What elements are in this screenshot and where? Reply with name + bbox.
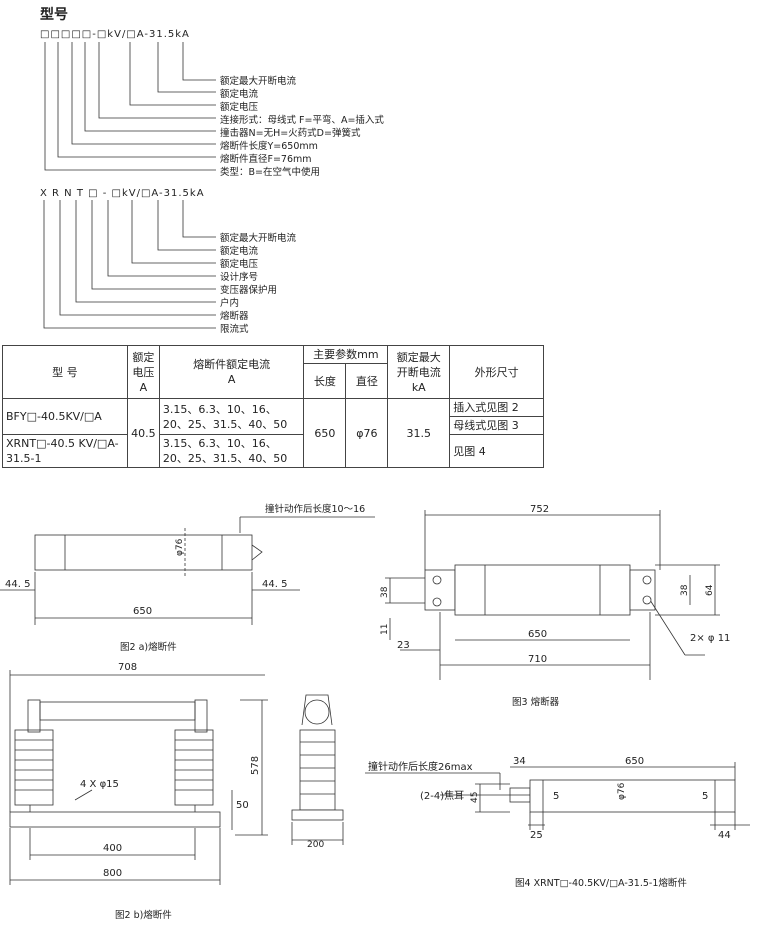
model2-code: X R N T □ - □kV/□A-31.5kA [40, 188, 205, 199]
col-header-diameter: 直径 [345, 363, 389, 399]
fig3-d38-right: 38 [680, 584, 690, 596]
model1-code-prefix: □□□□□- [40, 29, 97, 40]
fig3-d710: 710 [528, 654, 547, 665]
legend-item: 额定电流 [220, 89, 259, 100]
model1-code: □□□□□-□kV/□A-31.5kA [40, 29, 190, 40]
cell-diameter: φ76 [345, 398, 389, 468]
fig3-base-drawing [385, 510, 720, 680]
model2-code-suffix: □kV/□A-31.5kA [111, 188, 205, 199]
fig4-caption: 图4 XRNT□-40.5KV/□A-31.5-1熔断件 [515, 877, 687, 889]
col-header-main-params: 主要参数mm [303, 345, 389, 364]
fig2a-striker-note: 撞针动作后长度10～16 [265, 503, 365, 515]
cell-breaking: 31.5 [387, 398, 451, 468]
cell-currents: 3.15、6.3、10、16、20、25、31.5、40、50 [158, 434, 305, 468]
breaking-label: 额定最大开断电流 [396, 350, 441, 379]
fig3-d64: 64 [705, 584, 715, 596]
fig3-caption: 图3 熔断器 [512, 696, 560, 708]
cell-model: XRNT□-40.5 KV/□A-31.5-1 [2, 434, 128, 468]
current-unit: A [227, 373, 236, 386]
cell-currents: 3.15、6.3、10、16、20、25、31.5、40、50 [158, 398, 305, 435]
fig2b-caption: 图2 b)熔断件 [115, 909, 172, 921]
fig2b-d200: 200 [307, 840, 324, 850]
cell-voltage: 40.5 [126, 398, 160, 468]
cell-dims: 见图 4 [449, 434, 544, 468]
fig2a-length: 650 [133, 606, 152, 617]
legend-item: 额定电压 [220, 259, 259, 270]
fig2a-fuse-drawing [0, 516, 375, 625]
fig3-holes: 2× φ 11 [690, 633, 730, 644]
fig2a-right-end: 44. 5 [262, 579, 287, 590]
fig3-overall: 752 [530, 504, 549, 515]
fig2a-left-end: 44. 5 [5, 579, 30, 590]
table-row: 母线式见图 3 [3, 416, 544, 435]
fig2a-dia: φ76 [175, 538, 185, 556]
legend-item: 额定电压 [220, 102, 259, 113]
fig4-lug: (2-4)焦耳 [420, 789, 464, 802]
legend-item: 限流式 [220, 324, 249, 335]
legend-item: 额定最大开断电流 [220, 233, 297, 244]
page-title: 型号 [40, 7, 68, 23]
col-header-model: 型 号 [2, 345, 128, 399]
table-row: BFY□-40.5KV/□A 40.5 3.15、6.3、10、16、20、25… [2, 398, 544, 468]
fig4-d44: 44 [718, 830, 731, 841]
col-header-voltage: 额定电压A [126, 345, 160, 399]
fig2b-d400: 400 [103, 843, 122, 854]
legend-item: 类型：B=在空气中使用 [220, 167, 320, 178]
fig2b-front-view [9, 670, 268, 885]
fig4-d45: 45 [470, 792, 480, 803]
fig3-d11: 11 [380, 624, 390, 635]
fig4-d650: 650 [625, 756, 644, 767]
table-subheader-row: 长度 直径 [3, 363, 544, 399]
fig2b-side-view [291, 694, 344, 845]
fig2b-d800: 800 [103, 868, 122, 879]
fig3-d650: 650 [528, 629, 547, 640]
fig2b-d50: 50 [236, 800, 249, 811]
fig2b-width-top: 708 [118, 662, 137, 673]
legend-item: 额定电流 [220, 246, 259, 257]
fig3-d23: 23 [397, 640, 410, 651]
fig2b-height: 578 [250, 756, 261, 775]
current-label: 熔断件额定电流 [193, 358, 271, 371]
model1-code-suffix: □kV/□A-31.5kA [96, 29, 190, 40]
fig4-d34: 34 [513, 756, 526, 767]
fig4-d5a: 5 [553, 791, 559, 802]
fig2b-holes: 4 X φ15 [80, 779, 119, 790]
fig2a-caption: 图2 a)熔断件 [120, 641, 177, 653]
cell-dims: 母线式见图 3 [449, 416, 544, 435]
fig3-d38-left: 38 [380, 586, 390, 598]
legend-item: 撞击器N=无H=火药式D=弹簧式 [220, 128, 361, 139]
model2-code-prefix: X R N T □ - [40, 188, 108, 199]
legend-item: 变压器保护用 [220, 285, 278, 296]
legend-item: 熔断器 [220, 311, 249, 322]
legend-item: 户内 [220, 298, 240, 309]
model2-legend: 额定最大开断电流 额定电流 额定电压 设计序号 变压器保护用 户内 熔断器 限流… [220, 232, 296, 336]
model1-legend: 额定最大开断电流 额定电流 额定电压 连接形式：母线式 F=平弯、A=插入式 撞… [220, 75, 384, 179]
legend-item: 连接形式：母线式 F=平弯、A=插入式 [220, 115, 384, 126]
fig4-fuse-drawing [365, 762, 750, 830]
legend-item: 熔断件直径F=76mm [220, 154, 312, 165]
legend-item: 设计序号 [220, 272, 259, 283]
fig4-dia: φ76 [617, 782, 627, 800]
fig4-d25: 25 [530, 830, 543, 841]
cell-model: BFY□-40.5KV/□A [2, 398, 128, 435]
fig4-d5b: 5 [702, 791, 708, 802]
fig4-striker-note: 撞针动作后长度26max [368, 760, 473, 773]
breaking-unit: kA [411, 380, 426, 394]
legend-item: 额定最大开断电流 [220, 76, 297, 87]
cell-length: 650 [303, 398, 347, 468]
legend-item: 熔断件长度Y=650mm [220, 141, 318, 152]
